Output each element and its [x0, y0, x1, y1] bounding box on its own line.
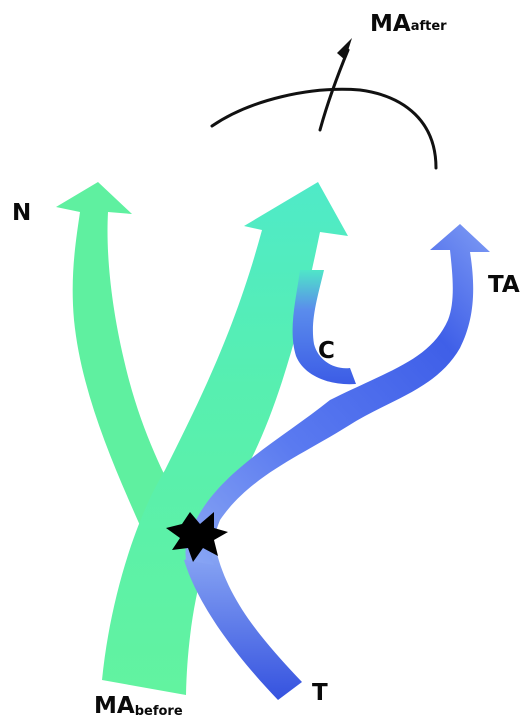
ma-after-arrowhead-icon — [337, 38, 352, 60]
arrow-c-branch — [293, 270, 356, 384]
label-ma-before: MAbefore — [94, 693, 183, 719]
label-n: N — [12, 200, 31, 226]
label-t: T — [312, 680, 328, 706]
label-ma-before-sub: before — [135, 704, 183, 719]
label-ma-before-main: MA — [94, 693, 135, 719]
label-ma-after-main: MA — [370, 11, 411, 37]
label-c: C — [318, 338, 335, 364]
ma-after-arc — [212, 89, 436, 168]
arrow-t-trunk — [184, 550, 302, 700]
label-ta: TA — [488, 272, 520, 298]
label-ma-after-sub: after — [411, 19, 447, 34]
label-ma-after: MAafter — [370, 11, 447, 37]
